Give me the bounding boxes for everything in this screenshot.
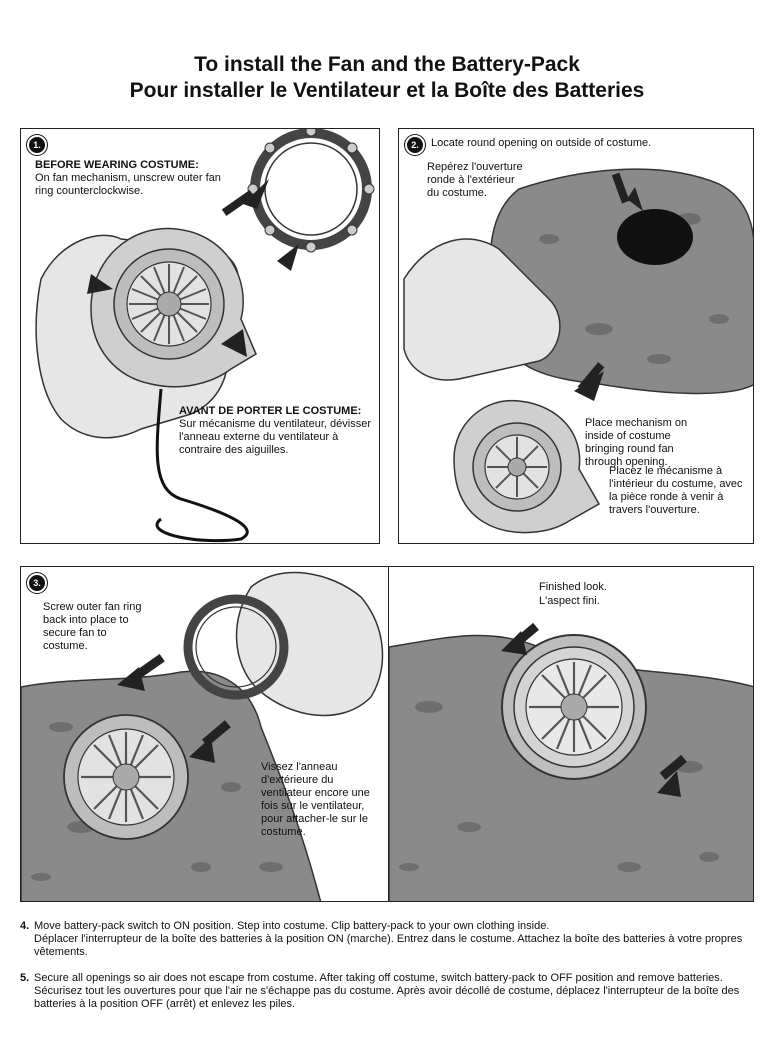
panel-3-french-text: Vissez l'anneau d'extérieure du ventilat… (261, 761, 370, 838)
panel-3-number-badge: 3. (27, 573, 47, 593)
step-4-number: 4. (20, 920, 30, 932)
panel-4-english-text: Finished look. (539, 581, 607, 593)
panel-2: 2. Locate round opening on outside of co… (398, 128, 754, 544)
step-5-number: 5. (20, 972, 30, 984)
panel-1-number-badge: 1. (27, 135, 47, 155)
panel-1-english-text: On fan mechanism, unscrew outer fan ring… (35, 172, 221, 197)
panel-4-illustration (389, 622, 753, 901)
panel-2-french-text-2: Placez le mécanisme à l'intérieur du cos… (609, 465, 743, 516)
panel-1: 1. BEFORE WEARING COSTUME: On fan mechan… (20, 128, 380, 544)
additional-steps: 4. Move battery-pack switch to ON positi… (20, 920, 760, 1030)
panel-2-english-text: Locate round opening on outside of costu… (431, 137, 652, 149)
title-english: To install the Fan and the Battery-Pack (194, 53, 580, 76)
step-4-french: Déplacer l'interrupteur de la boîte des … (34, 933, 743, 958)
panel-2-illustration (403, 168, 753, 534)
step-5-french: Sécurisez tout les ouvertures pour que l… (34, 985, 740, 1010)
panel-3-english-text: Screw outer fan ring back into place to … (43, 601, 142, 652)
step-5-english: Secure all openings so air does not esca… (34, 972, 723, 984)
step-4-english: Move battery-pack switch to ON position.… (34, 920, 550, 932)
panel-1-french-text: Sur mécanisme du ventilateur, dévisser l… (179, 418, 371, 456)
panel-1-english-heading: BEFORE WEARING COSTUME: (35, 159, 199, 171)
panel-2-english-text-2: Place mechanism on inside of costume bri… (585, 417, 688, 468)
panel-1-english-instructions: BEFORE WEARING COSTUME: On fan mechanism… (35, 159, 235, 198)
title-french: Pour installer le Ventilateur et la Boît… (129, 79, 645, 102)
panel-4: Finished look. L'aspect fini. (388, 566, 754, 902)
panel-1-french-heading: AVANT DE PORTER LE COSTUME: (179, 405, 362, 417)
panel-4-french-text: L'aspect fini. (539, 595, 600, 607)
panel-1-french-instructions: AVANT DE PORTER LE COSTUME: Sur mécanism… (179, 405, 375, 457)
panel-2-number-badge: 2. (405, 135, 425, 155)
panel-3-illustration (21, 571, 384, 901)
panel-1-illustration (35, 129, 375, 543)
panel-3: 3. Screw outer fan ring back into place … (20, 566, 390, 902)
panel-2-french-text: Repérez l'ouverture ronde à l'extérieur … (427, 161, 523, 199)
